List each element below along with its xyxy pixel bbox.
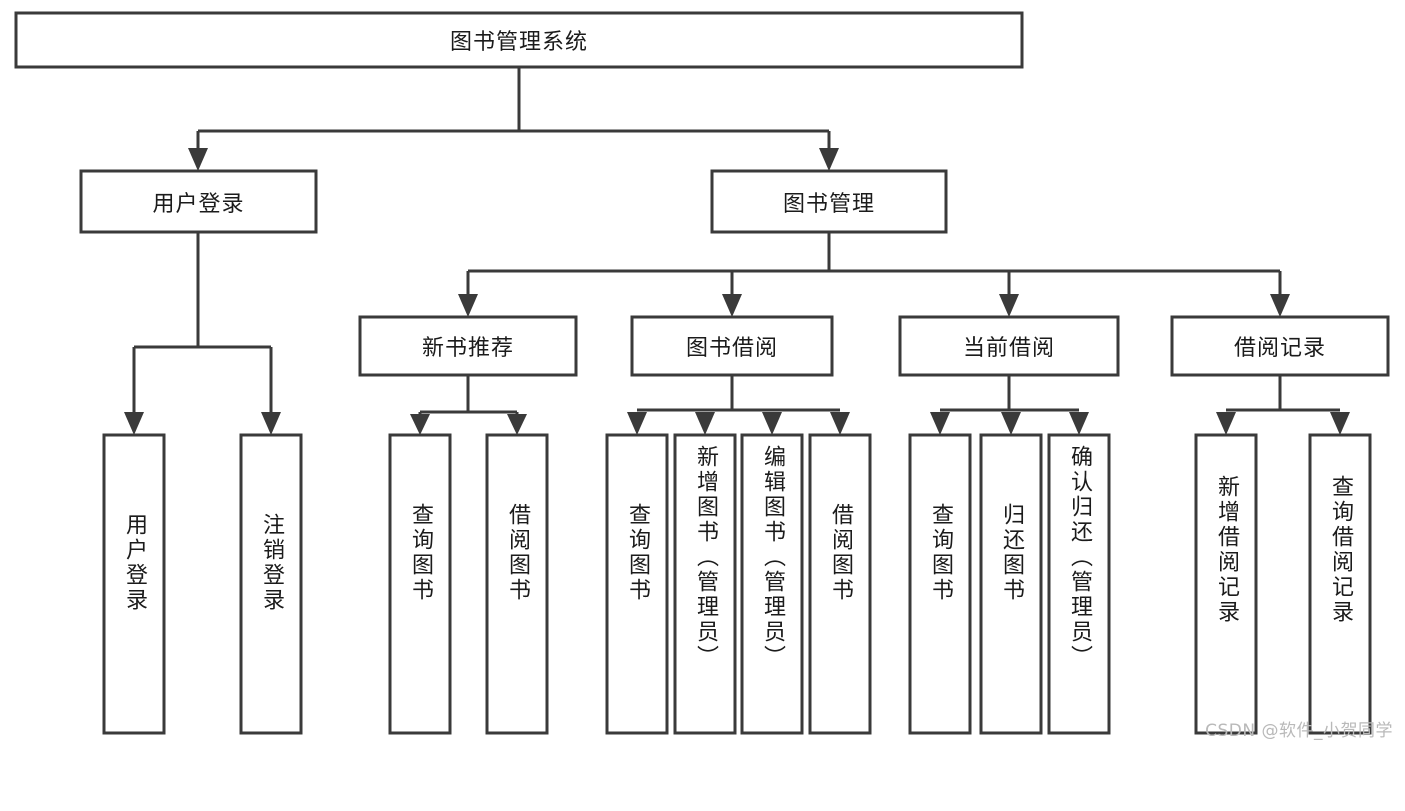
node-box-leaf-confirm-return[interactable] — [1047, 433, 1111, 735]
diagram-canvas — [14, 11, 1390, 735]
node-box-leaf-borrow-book-rec[interactable] — [485, 433, 549, 735]
arrow-head-leaf-query-record — [1330, 412, 1350, 435]
arrow-head-leaf-query-book-rec — [410, 414, 430, 435]
connector-group-user-login — [124, 232, 281, 435]
node-box-leaf-query-record[interactable] — [1308, 433, 1372, 735]
arrow-head-leaf-user-logout — [261, 412, 281, 435]
arrow-head-leaf-add-book — [695, 412, 715, 435]
node-box-leaf-borrow-book-br[interactable] — [808, 433, 872, 735]
node-box-book-borrow[interactable] — [630, 315, 834, 377]
arrow-head-leaf-edit-book — [762, 412, 782, 435]
node-box-leaf-add-record[interactable] — [1194, 433, 1258, 735]
node-box-user-login[interactable] — [79, 169, 318, 234]
node-box-leaf-add-book[interactable] — [673, 433, 737, 735]
arrow-head-book-manage — [819, 148, 839, 171]
connector-group-book-borrow — [627, 375, 850, 435]
connector-group-book-manage — [458, 232, 1290, 317]
connector-group-current-borrow — [930, 375, 1089, 435]
diagram-root: 图书管理系统 用户登录 图书管理 新书推荐 图书借阅 当前借阅 借阅记录 用户登… — [14, 11, 1393, 741]
node-box-book-manage[interactable] — [710, 169, 948, 234]
arrow-head-leaf-return-book — [1001, 412, 1021, 435]
node-box-leaf-user-logout[interactable] — [239, 433, 303, 735]
arrow-head-leaf-borrow-book-br — [830, 412, 850, 435]
connector-group-root — [188, 67, 839, 171]
csdn-watermark: CSDN @软件_小贺同学 — [1205, 721, 1393, 741]
arrow-head-leaf-borrow-book-rec — [507, 414, 527, 435]
arrow-head-current-borrow — [999, 294, 1019, 317]
node-box-leaf-query-book-br[interactable] — [605, 433, 669, 735]
node-box-leaf-query-book-rec[interactable] — [388, 433, 452, 735]
node-box-new-book-rec[interactable] — [358, 315, 578, 377]
node-box-leaf-query-book-cb[interactable] — [908, 433, 972, 735]
arrow-head-user-login — [188, 148, 208, 171]
node-box-current-borrow[interactable] — [898, 315, 1120, 377]
connector-group-new-book-rec — [410, 375, 527, 435]
arrow-head-leaf-user-login — [124, 412, 144, 435]
node-box-leaf-edit-book[interactable] — [740, 433, 804, 735]
node-box-leaf-user-login[interactable] — [102, 433, 166, 735]
arrow-head-book-borrow — [722, 294, 742, 317]
arrow-head-new-book-rec — [458, 294, 478, 317]
connector-group-borrow-record — [1216, 375, 1350, 435]
node-box-root[interactable] — [14, 11, 1024, 69]
node-box-borrow-record[interactable] — [1170, 315, 1390, 377]
node-box-leaf-return-book[interactable] — [979, 433, 1043, 735]
arrow-head-leaf-query-book-br — [627, 412, 647, 435]
arrow-head-leaf-query-book-cb — [930, 412, 950, 435]
arrow-head-leaf-confirm-return — [1069, 412, 1089, 435]
arrow-head-leaf-add-record — [1216, 412, 1236, 435]
arrow-head-borrow-record — [1270, 294, 1290, 317]
